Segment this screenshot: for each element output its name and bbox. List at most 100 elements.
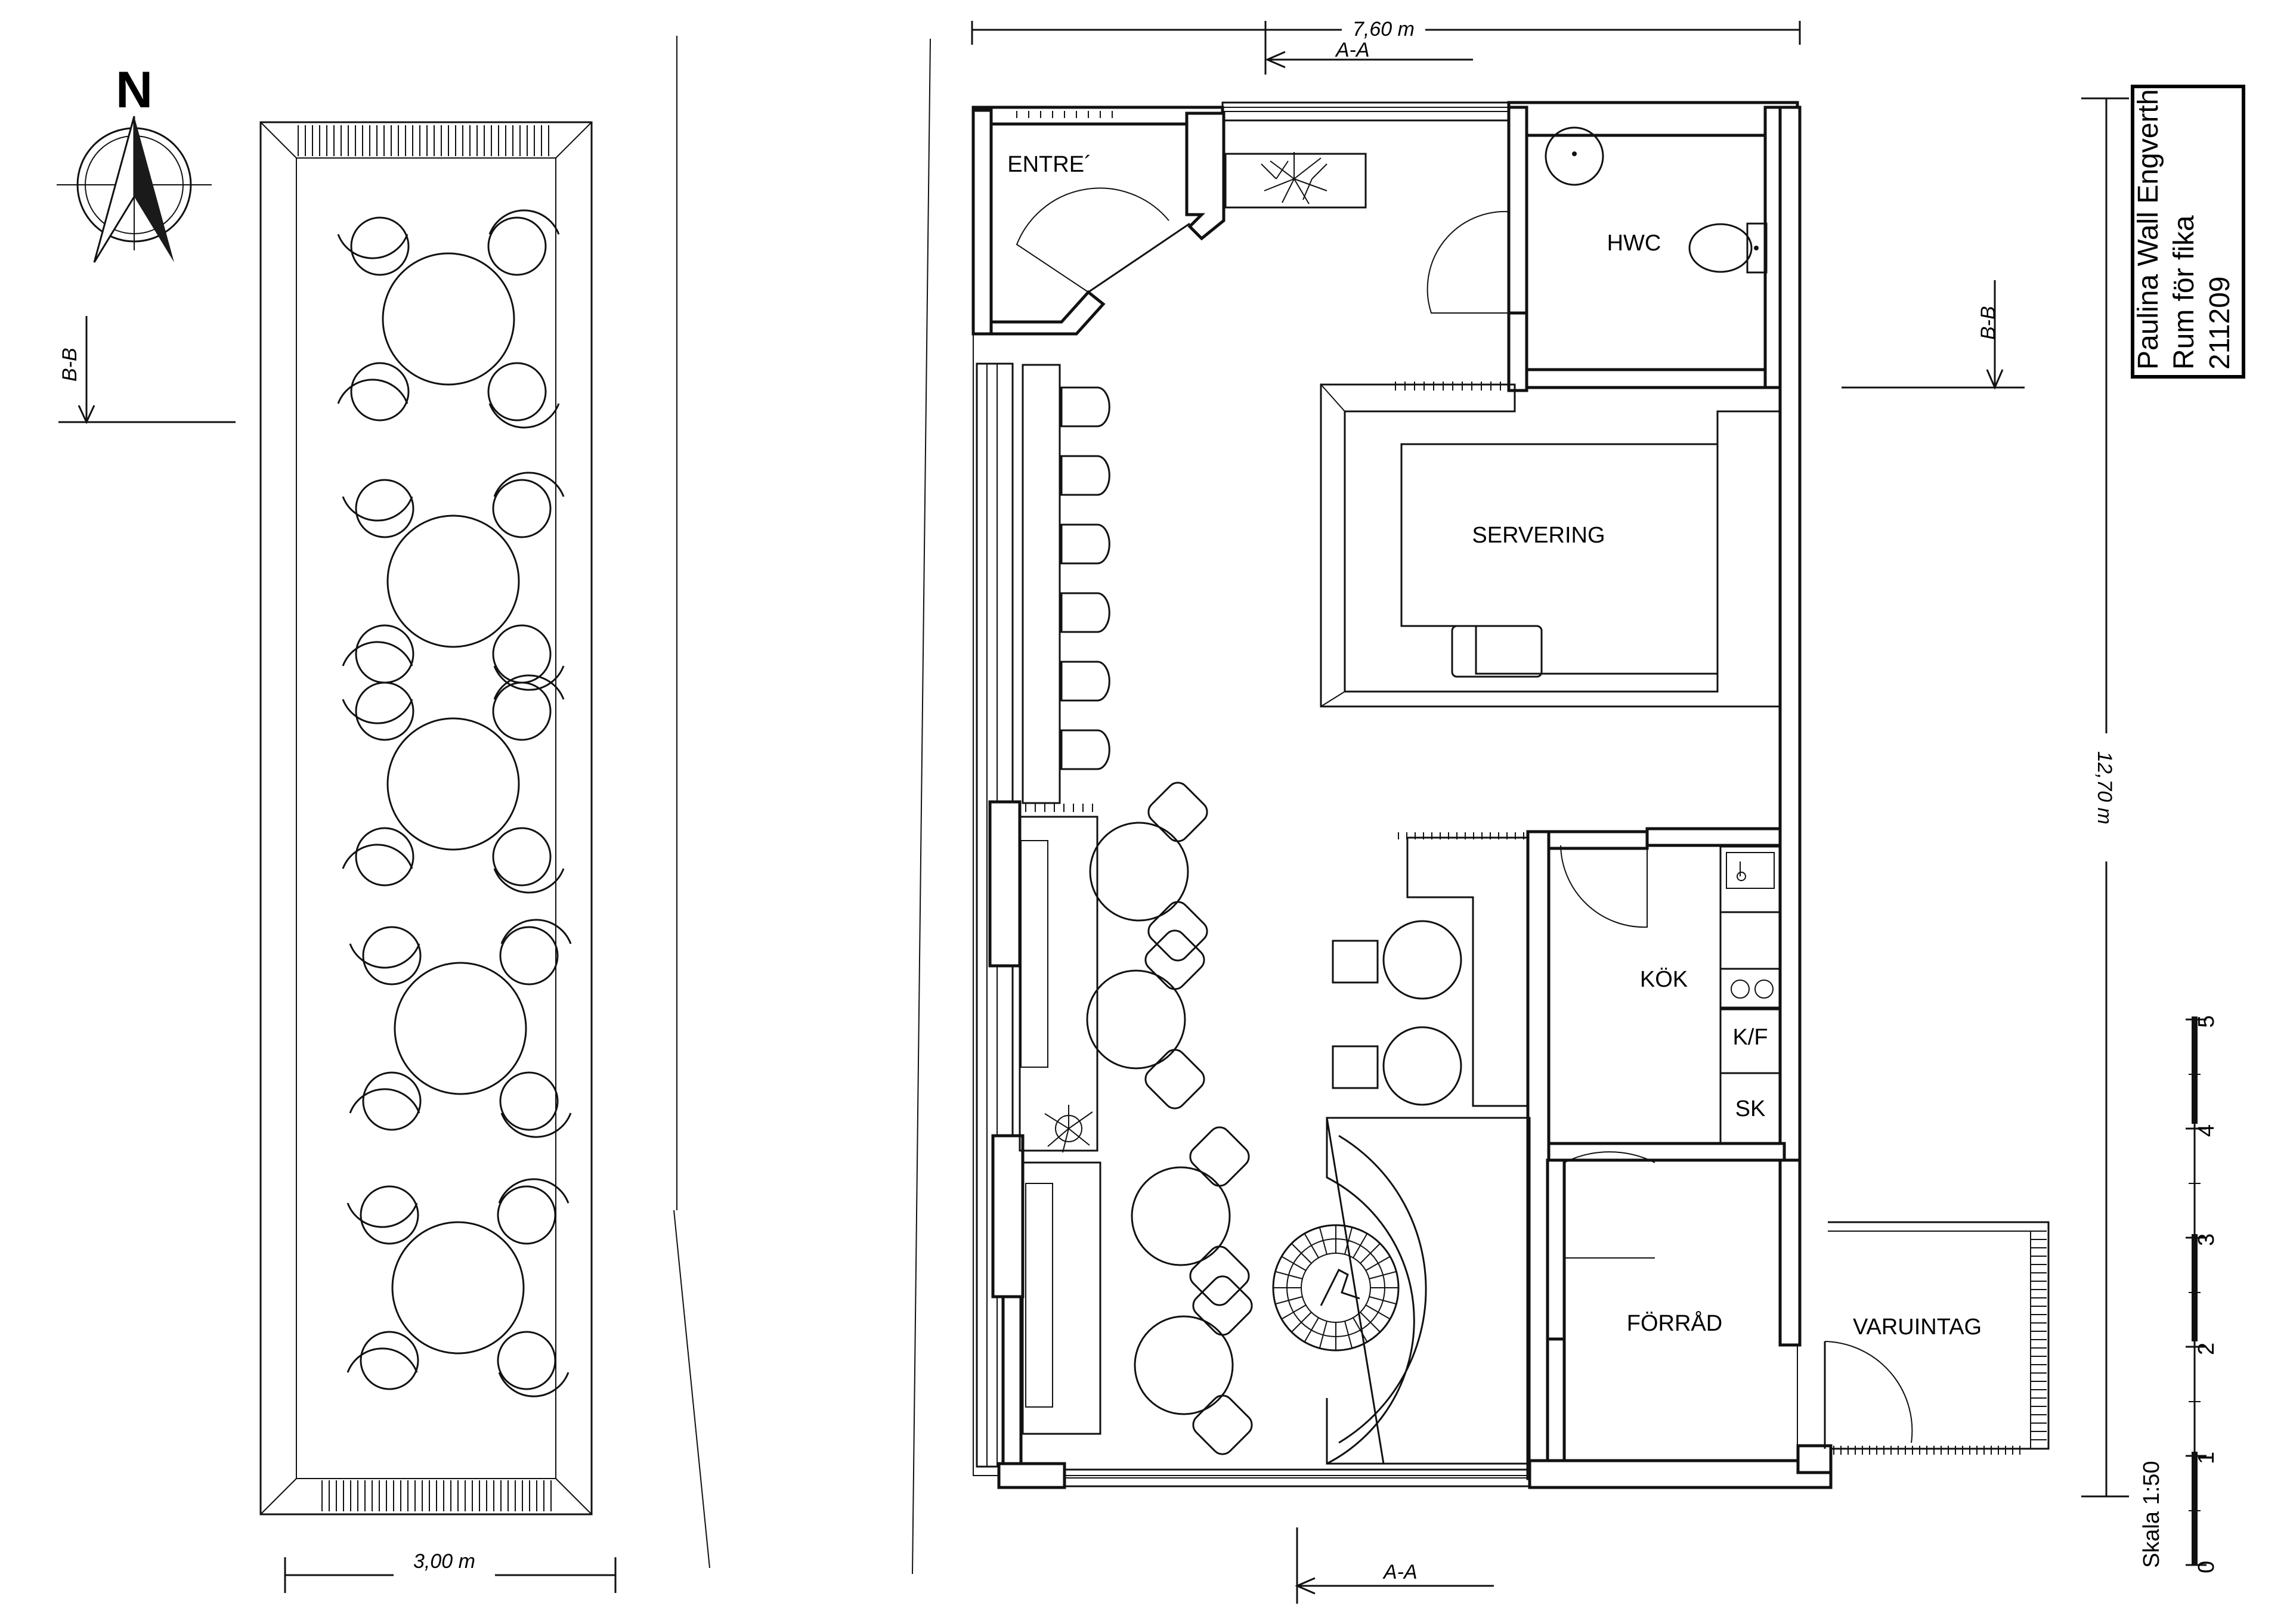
section-marker-bb-left: B-B [58,316,236,424]
chair-icon [350,362,410,422]
room-label-hwc: HWC [1607,231,1661,256]
scale-tick-label: 4 [2194,1124,2219,1137]
scale-tick-label: 1 [2194,1452,2219,1464]
title-project: Rum för fika [2168,215,2200,370]
north-arrow: N [57,61,212,263]
bar-stool-icon [1060,386,1110,427]
room-label-entre: ENTRE´ [1007,152,1091,177]
chair-icon [350,216,410,276]
chair-icon [1147,901,1208,962]
chair-icon [355,827,414,887]
chair-icon [499,926,559,985]
north-label: N [116,61,153,119]
bar-stool-icon [1060,455,1110,496]
cafe-table-group [1131,1126,1250,1306]
title-author: Paulina Wall Engverth [2133,89,2164,370]
street-line-left-lower [673,1210,710,1569]
chair-icon [492,827,552,887]
section-marker-aa-top: A-A [1265,39,1473,69]
room-label-servering: SERVERING [1472,523,1605,548]
room-label-forrad: FÖRRÅD [1627,1310,1722,1336]
section-marker-bb-right: B-B [1842,280,2025,390]
room-label-kf: K/F [1732,1025,1768,1050]
chair-icon [360,1331,419,1390]
dimension-label-right-height: 12,70 m [2093,751,2116,825]
chair-icon [1192,1275,1253,1336]
section-marker-aa-bottom: A-A [1295,1527,1494,1604]
section-label-bb-right: B-B [1977,306,2000,340]
bar-stool-icon [1060,523,1110,565]
chair-icon [1144,1049,1205,1109]
chair-icon [355,681,414,741]
plant-icon [1261,152,1327,204]
room-label-kok: KÖK [1640,967,1688,992]
chair-icon [355,479,414,538]
building-plan: HWC ENTRE´ SERVERING [971,101,2050,1489]
section-label-bb-left: B-B [58,348,81,382]
terrace-table-group [342,472,565,691]
goods-entrance [1824,1221,2050,1455]
bar-stool-icon [1060,661,1110,702]
terrace-table-groups [337,209,572,1397]
chair-icon [497,1185,556,1245]
scale-tick-label: 3 [2194,1234,2219,1246]
outdoor-terrace [259,121,593,1515]
bar-stool-icon [1060,592,1110,633]
servering-grating [1395,382,1501,390]
cafe-table-group [1134,1275,1253,1455]
chair-icon [499,1071,559,1131]
stove-icon [1719,968,1781,1011]
chair-icon [492,681,552,741]
room-label-sk: SK [1735,1096,1766,1121]
terrace-table-group [346,1178,570,1397]
counter-grating [1398,832,1524,839]
cafe-table-group [1089,782,1208,962]
goods-entrance-grating [1833,1231,2047,1455]
toilet-icon [1688,222,1768,274]
dimension-terrace-width: 3,00 m [284,1550,617,1593]
scale-label: Skala 1:50 [2139,1461,2164,1568]
dimension-top-width: 7,60 m [971,12,1801,75]
chair-icon [1189,1126,1250,1187]
terrace-grating-bottom [321,1480,552,1511]
bar-stools [1060,386,1110,770]
dimension-right-height: 12,70 m [2081,97,2129,1498]
title-block: Paulina Wall Engverth Rum för fika 21120… [2131,85,2245,379]
cafe-table-groups [1086,782,1253,1455]
chair-icon [492,624,552,684]
chair-icon [492,479,552,538]
chair-icon [362,926,422,985]
chair-icon [1192,1394,1253,1455]
spiral-staircase [1272,1117,1531,1465]
terrace-table-group [342,674,565,894]
chair-icon [497,1331,556,1390]
chair-icon [362,1071,422,1131]
section-label-aa-bottom: A-A [1382,1561,1418,1583]
chair-icon [360,1185,419,1245]
chair-icon [1144,929,1205,990]
scale-bar: 0 1 2 3 4 5 Skala 1:50 [2139,1015,2219,1573]
bar-stool-icon [1060,729,1110,770]
title-date: 211209 [2204,276,2236,370]
kitchen-sink-icon [1719,845,1781,913]
chair-icon [487,362,547,422]
dimension-label-top-width: 7,60 m [1353,18,1415,41]
terrace-table-group [337,209,560,429]
scale-tick-label: 5 [2194,1015,2219,1028]
cafe-table-group [1086,929,1205,1109]
bench-grating [1025,804,1093,812]
dimension-label-terrace-width: 3,00 m [413,1550,475,1573]
plant-icon [1044,1105,1093,1153]
section-label-aa-top: A-A [1335,39,1370,61]
scale-tick-label: 2 [2194,1343,2219,1355]
terrace-table-group [349,919,572,1138]
terrace-grating-top [298,125,549,156]
chair-icon [1147,782,1208,842]
entrance-grating [1016,111,1113,118]
sink-icon [1545,126,1604,186]
scale-ticks: 0 1 2 3 4 5 [2186,1015,2219,1573]
chair-icon [487,216,547,276]
room-label-varuintag: VARUINTAG [1853,1315,1982,1340]
scale-tick-label: 0 [2194,1561,2219,1573]
